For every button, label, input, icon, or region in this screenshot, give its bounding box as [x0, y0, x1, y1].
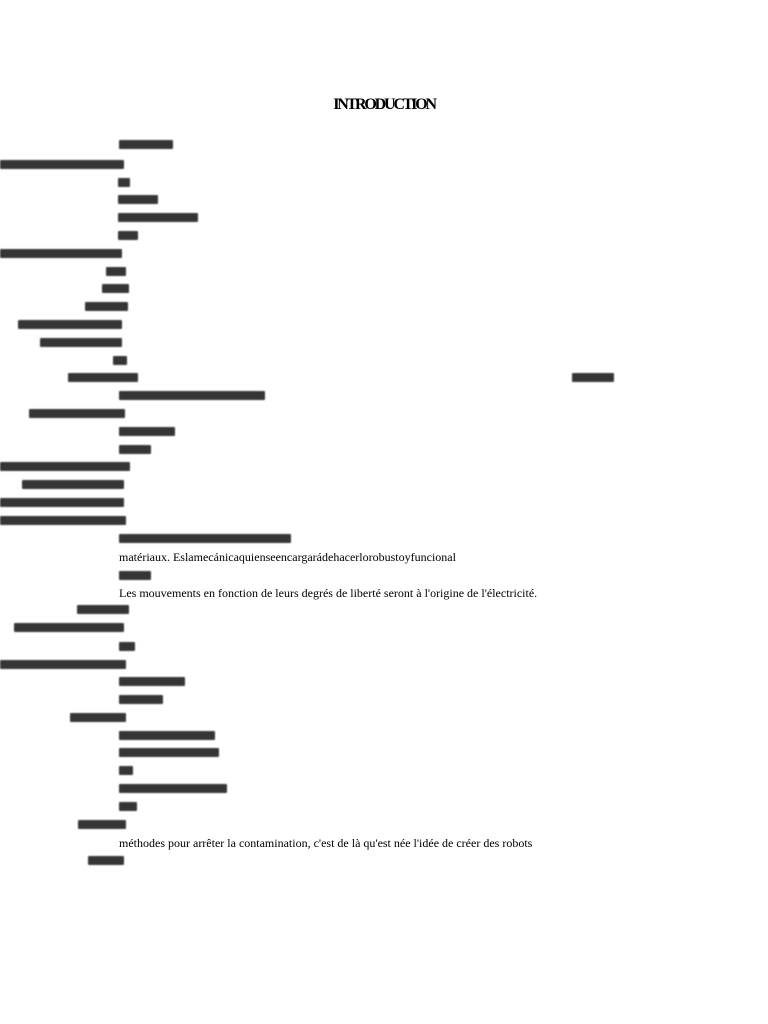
- illegible-line: [119, 748, 219, 757]
- illegible-line: [119, 391, 265, 400]
- illegible-line: [0, 660, 126, 669]
- illegible-line: [119, 784, 227, 793]
- illegible-line: [119, 802, 137, 811]
- illegible-line: [68, 373, 138, 382]
- illegible-line: [119, 695, 163, 704]
- illegible-line: [40, 338, 122, 347]
- illegible-line: [119, 642, 135, 651]
- illegible-line: [14, 623, 124, 632]
- illegible-line: [0, 498, 124, 507]
- illegible-line: [119, 427, 175, 436]
- illegible-line: [85, 302, 128, 311]
- text-line: matériaux. Eslamecánicaquienseencargarád…: [119, 550, 456, 564]
- illegible-line: [0, 516, 126, 525]
- illegible-line: [119, 140, 173, 149]
- illegible-line: [119, 731, 215, 740]
- illegible-line: [18, 320, 122, 329]
- illegible-line: [77, 605, 129, 614]
- illegible-line: [118, 178, 130, 187]
- illegible-line: [118, 231, 138, 240]
- illegible-line: [70, 713, 126, 722]
- illegible-line: [0, 160, 124, 169]
- illegible-line: [78, 820, 126, 829]
- illegible-line: [572, 373, 614, 382]
- illegible-line: [22, 480, 124, 489]
- illegible-line: [102, 284, 129, 293]
- illegible-line: [119, 445, 151, 454]
- illegible-line: [88, 856, 124, 865]
- illegible-line: [29, 409, 125, 418]
- illegible-line: [118, 213, 198, 222]
- illegible-line: [119, 571, 151, 580]
- illegible-line: [119, 766, 133, 775]
- illegible-line: [0, 249, 122, 258]
- illegible-line: [106, 267, 126, 276]
- illegible-line: [0, 462, 130, 471]
- text-line: Les mouvements en fonction de leurs degr…: [119, 586, 538, 600]
- text-line: méthodes pour arrêter la contamination, …: [119, 836, 533, 850]
- page-title: INTRODUCTION: [333, 96, 437, 113]
- illegible-line: [119, 534, 291, 543]
- illegible-line: [113, 356, 127, 365]
- illegible-line: [118, 195, 158, 204]
- illegible-line: [119, 677, 185, 686]
